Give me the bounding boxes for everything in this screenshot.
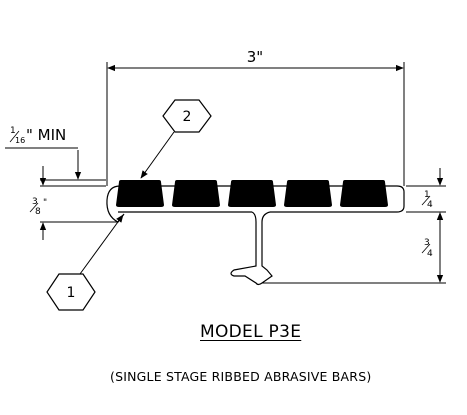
right-dimensions [262,168,446,284]
callout-2-hexagon [162,99,212,133]
top-plate [120,185,405,213]
min-gap-suffix: " MIN [26,126,66,144]
left-height-label: 3 8 " [29,197,47,217]
left-height-suffix: " [43,198,47,208]
min-gap-den: 16 [15,136,25,145]
model-description: (SINGLE STAGE RIBBED ABRASIVE BARS) [110,369,372,384]
left-dimensions [5,147,118,240]
min-gap-whole: 1 [10,126,16,136]
abrasive-bar [172,180,220,207]
callout-1-hexagon [46,273,96,311]
width-label: 3" [247,48,263,66]
front-nose [106,185,125,223]
callout-nosing-body: 1 [46,214,124,311]
callout-1-number: 1 [67,285,76,301]
right-bottom-num: 3 [424,238,430,248]
abrasive-bar [116,180,164,207]
right-top-label: 1 4 [421,190,433,210]
min-gap-label: 1 16 " MIN [9,126,66,145]
anchor-stem [230,211,273,286]
callout-2-number: 2 [183,109,192,125]
callout-2-leader [140,131,175,179]
right-top-den: 4 [427,200,433,210]
left-height-num: 3 [32,197,38,207]
abrasive-bar [284,180,332,207]
abrasive-bar [228,180,276,207]
right-top-num: 1 [424,190,430,200]
callout-abrasive-bars: 2 [140,99,212,179]
callout-1-leader [79,214,124,275]
left-height-den: 8 [35,207,41,217]
abrasive-bar [340,180,388,207]
width-dimension [106,62,405,186]
nosing-profile [106,185,405,286]
model-title: MODEL P3E [200,322,302,342]
right-bottom-label: 3 4 [421,238,433,259]
right-bottom-den: 4 [427,249,433,259]
abrasive-bars [116,180,388,207]
